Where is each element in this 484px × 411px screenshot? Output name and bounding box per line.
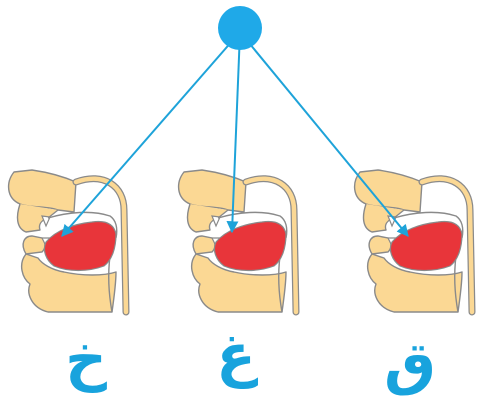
letter-ghain: غ [216,326,256,384]
letter-qaf: ق [384,334,436,392]
head-panel-kha [9,170,126,312]
letter-kha: خ [65,330,107,388]
tongue-highlight [44,222,116,271]
tongue-highlight [214,222,286,271]
arrow-to-qaf [240,32,408,236]
source-circle [218,6,262,50]
head-panel-ghain [179,170,296,312]
